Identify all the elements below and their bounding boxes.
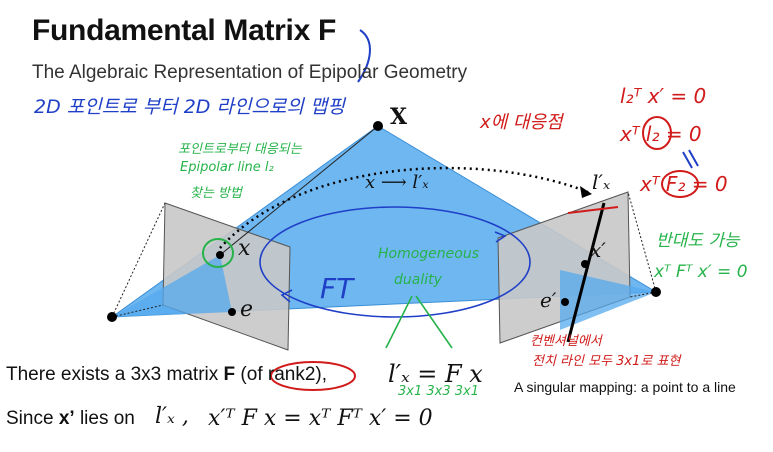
- red-bottom-top: 컨벤셔널에서: [530, 334, 602, 349]
- red-eq-1: l₂ᵀ x′ = 0: [620, 84, 707, 108]
- camera-center-left: [107, 312, 117, 322]
- green-note-1: 포인트로부터 대응되는: [178, 142, 302, 157]
- label-e-prime: e′: [540, 288, 557, 312]
- blue-note: 2D 포인트로 부터 2D 라인으로의 맵핑: [34, 96, 345, 118]
- green-note-3: 찾는 방법: [190, 186, 242, 201]
- red-eq-2: xᵀ l₂ = 0: [620, 122, 702, 146]
- green-homog-2: duality: [394, 272, 442, 288]
- epipolar-line: [566, 202, 606, 343]
- label-X: X: [390, 104, 408, 130]
- camera-center-right: [651, 287, 661, 297]
- green-homog-1: Homogeneous: [378, 246, 480, 262]
- label-e: e: [240, 297, 254, 322]
- slide-title: Fundamental Matrix F: [32, 14, 337, 47]
- text-line-2: Since x’ lies on: [6, 408, 135, 429]
- point-x: [216, 251, 224, 259]
- green-right-2: xᵀ Fᵀ x′ = 0: [654, 262, 748, 282]
- equation-2: x′ᵀ F x = xᵀ Fᵀ x′ = 0: [208, 406, 433, 431]
- red-eq-3: xᵀ F₂ = 0: [640, 172, 728, 196]
- label-x-prime: x′: [590, 238, 606, 262]
- label-x: x: [238, 236, 251, 261]
- red-bottom: 전치 라인 모두 3x1로 표현: [532, 354, 681, 369]
- green-right-1: 반대도 가능: [656, 231, 740, 251]
- point-X: [373, 121, 383, 131]
- slide-subtitle: The Algebraic Representation of Epipolar…: [32, 62, 468, 83]
- line2-symbol: l′ₓ ,: [155, 404, 189, 429]
- green-dims: 3x1 3x3 3x1: [398, 384, 479, 399]
- red-note: x에 대응점: [480, 112, 563, 133]
- point-e: [228, 308, 236, 316]
- label-mapping: x ⟶ l′ₓ: [365, 172, 429, 193]
- label-l-prime: l′ₓ: [592, 170, 611, 194]
- green-note-2: Epipolar line l₂: [180, 160, 274, 175]
- caption: A singular mapping: a point to a line: [514, 379, 736, 395]
- mapping-arrow: [219, 166, 589, 249]
- label-FT: FT: [320, 272, 354, 305]
- point-x-prime: [581, 260, 589, 268]
- equation-1: l′ₓ = F x: [388, 360, 483, 388]
- point-e-prime: [561, 298, 569, 306]
- text-line-1: There exists a 3x3 matrix F (of rank2),: [6, 364, 328, 385]
